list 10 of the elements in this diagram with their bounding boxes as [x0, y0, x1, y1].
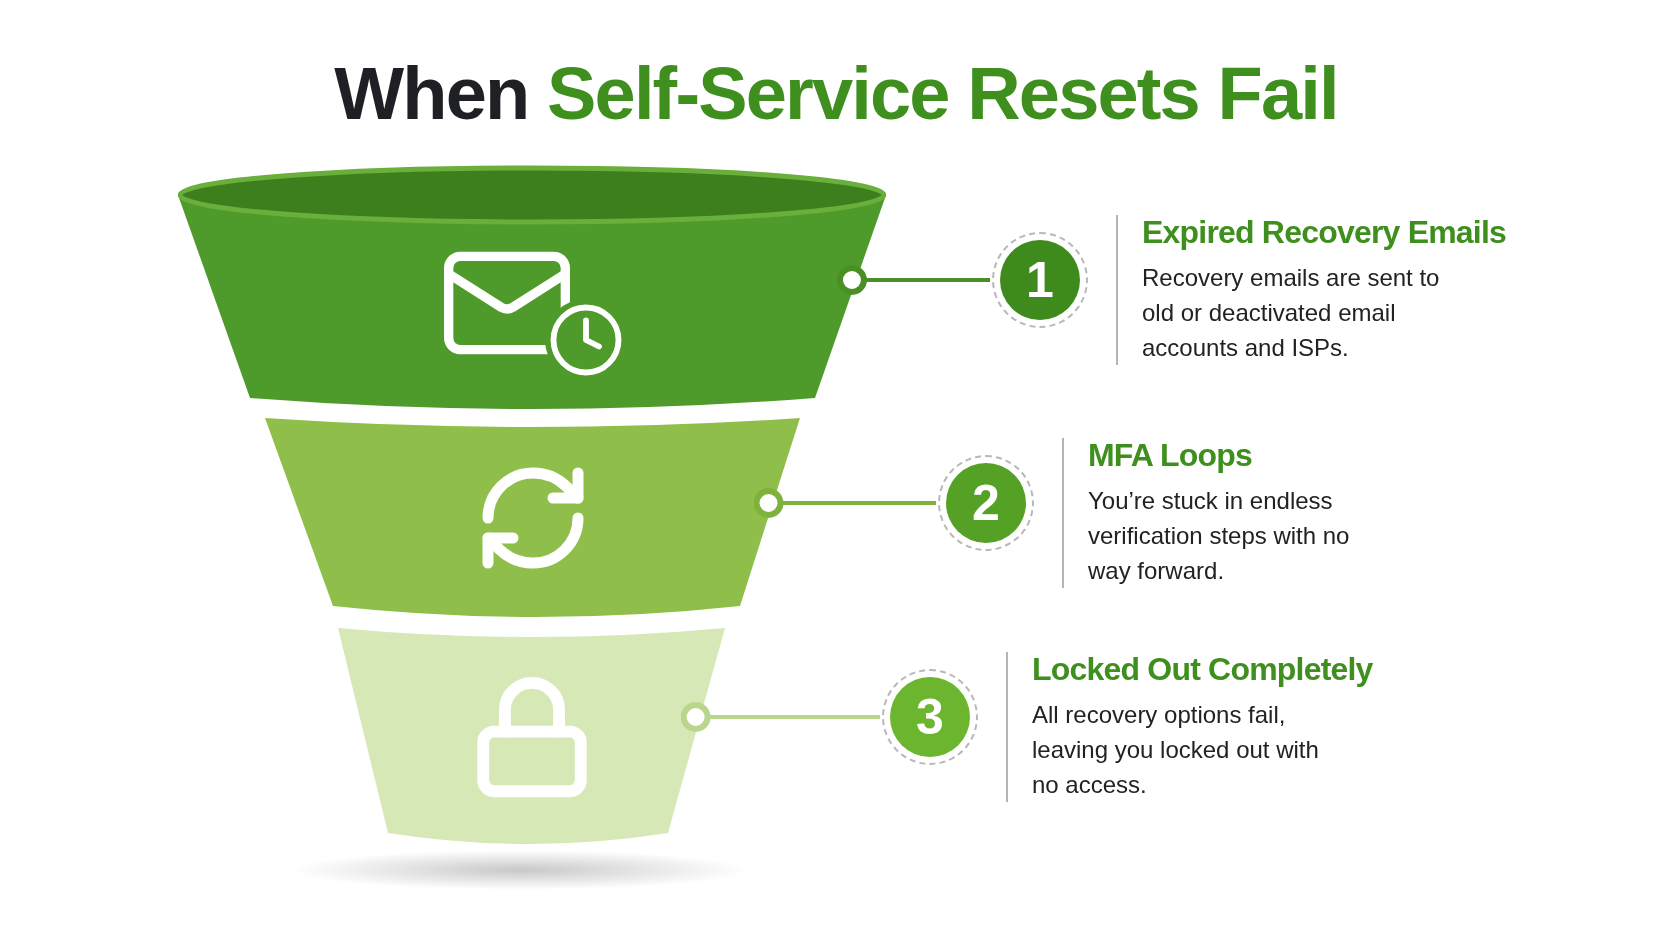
- leader-line: [836, 265, 990, 295]
- leader-line: [680, 702, 880, 732]
- leader-line: [753, 488, 936, 518]
- item-description: You’re stuck in endless verification steps with no way forward.: [1088, 486, 1351, 586]
- item-description: Recovery emails are sent to old or deactivated email accounts and ISPs.: [1142, 263, 1441, 363]
- item-heading: Locked Out Completely: [1032, 650, 1374, 689]
- title: When Self-Service Resets Fail: [333, 51, 1339, 137]
- item-heading: MFA Loops: [1088, 436, 1254, 475]
- item-heading: Expired Recovery Emails: [1142, 213, 1508, 252]
- item-description: All recovery options fail, leaving you locked out with no access.: [1032, 700, 1320, 800]
